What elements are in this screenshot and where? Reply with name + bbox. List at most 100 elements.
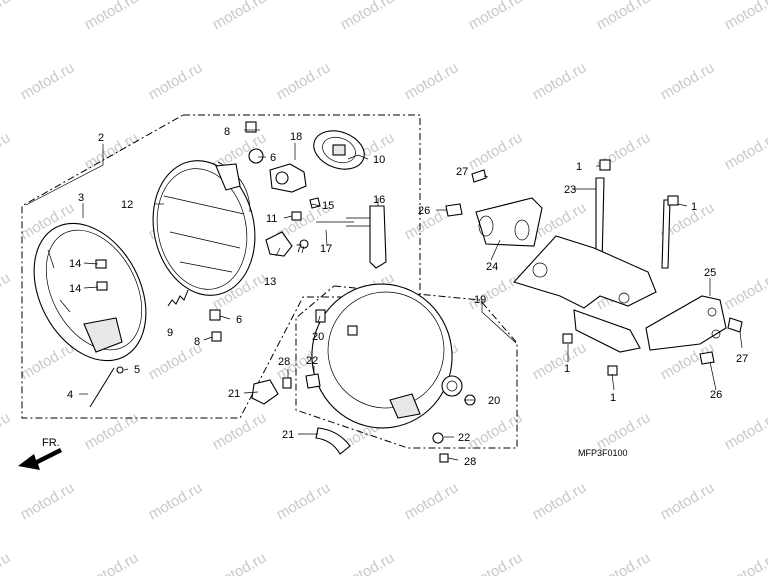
label-26a: 26 (418, 205, 430, 217)
watermark-text: motod.ru (82, 549, 142, 576)
watermark-text: motod.ru (466, 269, 526, 313)
label-24: 24 (486, 261, 498, 273)
label-3: 3 (78, 192, 84, 204)
label-28b: 28 (464, 456, 476, 468)
label-13: 13 (264, 276, 276, 288)
screw-4 (89, 366, 124, 408)
label-10: 10 (373, 154, 385, 166)
label-2: 2 (98, 132, 104, 144)
label-15: 15 (322, 200, 334, 212)
label-19: 19 (474, 294, 486, 306)
diagram-code: MFP3F0100 (578, 448, 628, 458)
watermark-text: motod.ru (146, 479, 206, 523)
watermark-text: motod.ru (82, 0, 142, 33)
watermark-text: motod.ru (722, 409, 768, 453)
watermark-text: motod.ru (530, 479, 590, 523)
label-23: 23 (564, 184, 576, 196)
label-27a: 27 (456, 166, 468, 178)
case-group-outline (295, 285, 518, 449)
label-21a: 21 (228, 388, 240, 400)
fasteners-case (282, 373, 476, 463)
watermark-text: motod.ru (722, 0, 768, 33)
label-8b: 8 (224, 126, 230, 138)
leader-lines (25, 129, 743, 461)
headlight-group-outline (21, 114, 421, 419)
label-20b: 20 (488, 395, 500, 407)
label-8a: 8 (194, 336, 200, 348)
position-lamp-socket (265, 205, 387, 269)
headlight-stay (513, 177, 671, 353)
watermark-text: motod.ru (658, 479, 718, 523)
watermark-text: motod.ru (594, 549, 654, 576)
label-12: 12 (121, 199, 133, 211)
watermark-text: motod.ru (402, 59, 462, 103)
label-14a: 14 (69, 258, 81, 270)
label-9: 9 (167, 327, 173, 339)
watermark-text: motod.ru (722, 549, 768, 576)
part-labels: 2 3 12 14 14 9 8 6 5 4 8 6 18 10 15 1 1 1… (67, 126, 748, 468)
front-direction-label: FR. (42, 437, 60, 449)
watermark-text: motod.ru (402, 479, 462, 523)
clamp-21-upper (251, 379, 279, 405)
watermark-text: motod.ru (466, 549, 526, 576)
watermark-text: motod.ru (0, 549, 13, 576)
socket-cover (313, 130, 365, 170)
watermark-text: motod.ru (0, 129, 13, 173)
label-22b: 22 (458, 432, 470, 444)
label-4: 4 (67, 389, 73, 401)
bolts-headlight (209, 121, 321, 342)
watermark-text: motod.ru (18, 339, 78, 383)
label-25: 25 (704, 267, 716, 279)
label-1c: 1 (564, 363, 570, 375)
label-1b: 1 (691, 201, 697, 213)
label-27b: 27 (736, 353, 748, 365)
headlight-case (311, 283, 463, 429)
bolts-stay (445, 159, 743, 376)
watermark-text: motod.ru (722, 269, 768, 313)
watermark-text: motod.ru (0, 409, 13, 453)
watermark-text: motod.ru (338, 0, 398, 33)
headlight-bulb (269, 163, 307, 193)
watermark-text: motod.ru (594, 0, 654, 33)
headlight-unit (152, 160, 256, 296)
watermark-text: motod.ru (210, 0, 270, 33)
label-17: 17 (320, 243, 332, 255)
watermark-text: motod.ru (466, 129, 526, 173)
watermark-text: motod.ru (274, 59, 334, 103)
bracket-25 (645, 295, 727, 351)
watermark-text: motod.ru (274, 479, 334, 523)
watermark-text: motod.ru (466, 409, 526, 453)
watermark-text: motod.ru (18, 59, 78, 103)
label-22a: 22 (306, 355, 318, 367)
watermark-text: motod.ru (18, 479, 78, 523)
front-direction-arrow: FR. (18, 437, 62, 470)
watermark-text: motod.ru (82, 409, 142, 453)
headlight-rim (33, 222, 147, 362)
label-7: 7 (296, 243, 302, 255)
watermark-text: motod.ru (0, 269, 13, 313)
label-1d: 1 (610, 392, 616, 404)
watermark-text: motod.ru (338, 549, 398, 576)
clamp-21-lower (315, 427, 351, 455)
watermark-text: motod.ru (0, 0, 13, 33)
label-6a: 6 (236, 314, 242, 326)
watermark-text: motod.ru (530, 59, 590, 103)
bracket-24 (475, 197, 543, 247)
adjusting-spring (167, 289, 189, 307)
label-20a: 20 (312, 331, 324, 343)
label-28a: 28 (278, 356, 290, 368)
label-18: 18 (290, 131, 302, 143)
watermark-text: motod.ru (210, 409, 270, 453)
watermark-text: motod.ru (594, 409, 654, 453)
watermark-text: motod.ru (530, 339, 590, 383)
watermark-text: motod.ru (146, 59, 206, 103)
watermark-text: motod.ru (210, 549, 270, 576)
label-21b: 21 (282, 429, 294, 441)
label-5: 5 (134, 364, 140, 376)
label-26b: 26 (710, 389, 722, 401)
watermark-text: motod.ru (722, 129, 768, 173)
label-14b: 14 (69, 283, 81, 295)
label-6b: 6 (270, 152, 276, 164)
label-16: 16 (373, 194, 385, 206)
